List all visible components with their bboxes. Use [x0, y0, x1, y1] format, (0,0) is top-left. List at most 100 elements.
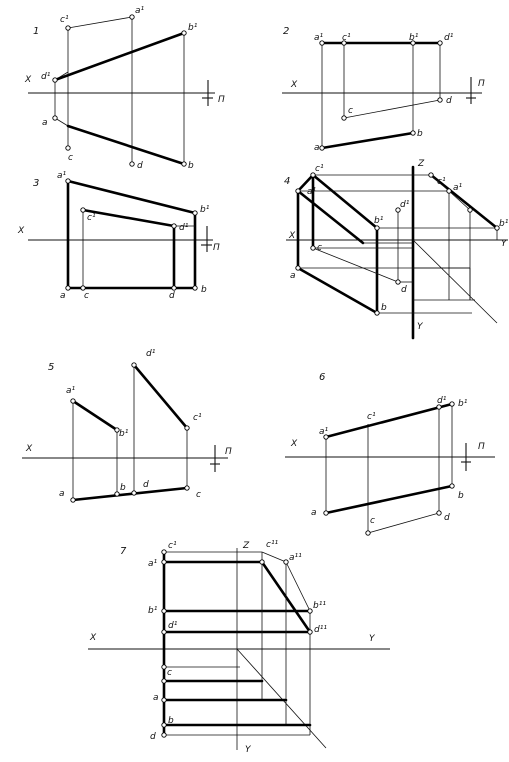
- point: [428, 172, 434, 178]
- label: d¹: [41, 72, 51, 82]
- point: [171, 223, 177, 229]
- label: d¹: [168, 621, 178, 631]
- label: b¹: [458, 399, 468, 409]
- point: [446, 188, 452, 194]
- point: [161, 722, 167, 728]
- point: [437, 97, 443, 103]
- point: [65, 285, 71, 291]
- label: a¹: [453, 183, 463, 193]
- label: a¹: [66, 386, 76, 396]
- label: a¹¹: [289, 553, 302, 563]
- point: [52, 115, 58, 121]
- label: b: [168, 716, 174, 726]
- label: b¹: [409, 33, 419, 43]
- point: [467, 207, 473, 213]
- label: d¹: [437, 396, 447, 406]
- label: X: [25, 444, 33, 454]
- label: c¹: [87, 213, 96, 223]
- label: a¹: [314, 33, 324, 43]
- point: [114, 491, 120, 497]
- point: [410, 40, 416, 46]
- point: [436, 510, 442, 516]
- label: c: [68, 153, 73, 163]
- point: [192, 210, 198, 216]
- label: Z: [417, 159, 425, 169]
- edge: [53, 31, 186, 82]
- label: a¹: [319, 427, 329, 437]
- label: a¹: [148, 559, 158, 569]
- edge: [324, 484, 454, 515]
- point: [395, 207, 401, 213]
- figure-2: 2 a¹ c¹ b¹ d¹ X П c d a b: [282, 26, 485, 153]
- label: c: [167, 668, 172, 678]
- point: [410, 130, 416, 136]
- segment: [261, 551, 287, 563]
- edge: [132, 363, 189, 430]
- segment: [343, 99, 441, 119]
- point: [307, 629, 313, 635]
- label: c: [196, 490, 201, 500]
- point: [307, 608, 313, 614]
- label: a¹: [57, 171, 67, 181]
- figure-5-number: 5: [48, 362, 54, 373]
- label: c¹: [342, 33, 351, 43]
- label: c: [348, 106, 353, 116]
- point: [70, 398, 76, 404]
- edge: [429, 173, 499, 230]
- figure-6: 6 a¹ c¹ d¹ b¹ X П b a c d: [285, 372, 495, 536]
- segment: [367, 512, 440, 534]
- point: [52, 77, 58, 83]
- point: [161, 549, 167, 555]
- point: [341, 115, 347, 121]
- label: П: [478, 442, 485, 452]
- label: X: [89, 633, 97, 643]
- label: b: [201, 285, 207, 295]
- label: d¹: [179, 223, 189, 233]
- figure-3-number: 3: [33, 178, 39, 189]
- edge: [71, 486, 189, 502]
- label: a: [42, 118, 48, 128]
- point: [295, 265, 301, 271]
- label: X: [290, 439, 298, 449]
- label: c¹: [367, 412, 376, 422]
- label: d¹¹: [314, 625, 327, 635]
- label: b¹: [148, 606, 158, 616]
- label: a: [314, 143, 320, 153]
- figure-2-number: 2: [283, 26, 289, 37]
- point: [171, 285, 177, 291]
- point: [184, 425, 190, 431]
- label: b¹: [119, 429, 129, 439]
- point: [319, 145, 325, 151]
- label: c¹¹: [266, 540, 279, 550]
- edge: [296, 266, 379, 315]
- label: П: [213, 243, 220, 253]
- label: d: [137, 161, 143, 171]
- label: d: [143, 480, 149, 490]
- label: b¹: [200, 205, 210, 215]
- segment: [67, 16, 133, 29]
- point: [80, 207, 86, 213]
- point: [449, 401, 455, 407]
- edge: [296, 173, 315, 193]
- segment: [430, 174, 450, 192]
- label: b: [381, 303, 387, 313]
- point: [310, 172, 316, 178]
- label: d¹: [400, 200, 410, 210]
- label: Z: [242, 541, 250, 551]
- figure-6-number: 6: [319, 372, 325, 383]
- label: X: [290, 80, 298, 90]
- point: [310, 245, 316, 251]
- segment: [312, 247, 399, 283]
- label: П: [478, 79, 485, 89]
- point: [323, 434, 329, 440]
- figure-4: 4: [284, 159, 509, 340]
- label: d: [401, 285, 407, 295]
- label: a: [60, 291, 66, 301]
- figure-7-number: 7: [120, 546, 127, 557]
- label: b¹: [188, 23, 198, 33]
- label: Y: [417, 322, 424, 332]
- label: b: [188, 161, 194, 171]
- edge: [66, 179, 197, 215]
- label: c¹: [193, 413, 202, 423]
